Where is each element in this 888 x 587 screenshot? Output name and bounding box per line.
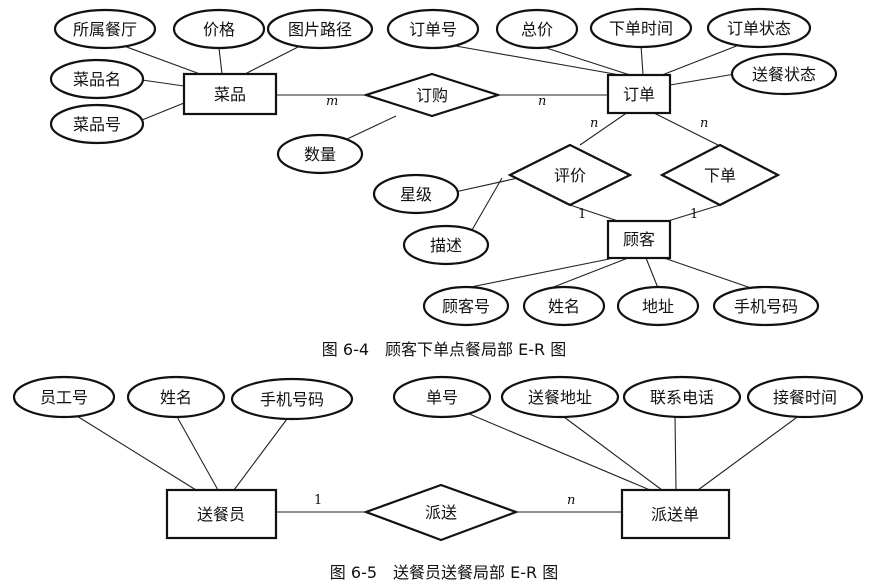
fig2-attributes: 员工号 姓名 手机号码 单号 送餐地址 联系电话 接餐时间 (12, 375, 864, 421)
svg-text:姓名: 姓名 (160, 388, 192, 407)
fig1-attributes: 所属餐厅 价格 图片路径 菜品名 菜品号 数量 订单号 总价 (49, 7, 838, 327)
entity-courier: 送餐员 (165, 488, 278, 540)
fig2-connectors (71, 412, 801, 513)
relationship-review: 评价 (507, 143, 633, 207)
cardinality-place-customer: 1 (690, 207, 698, 222)
attr-courier-no: 员工号 (12, 375, 116, 419)
attr-order-total: 总价 (495, 8, 579, 50)
cardinality-purchase-order: n (538, 94, 546, 109)
fig1-entities: 菜品 订单 顾客 (182, 72, 672, 260)
svg-text:描述: 描述 (430, 236, 462, 255)
attr-dish-price: 价格 (172, 8, 266, 50)
cardinality-courier-deliver: 1 (314, 493, 322, 508)
svg-text:图片路径: 图片路径 (288, 20, 352, 39)
attr-review-stars: 星级 (372, 173, 460, 215)
svg-text:评价: 评价 (554, 166, 586, 185)
svg-text:订购: 订购 (416, 86, 448, 105)
svg-text:手机号码: 手机号码 (734, 297, 798, 316)
svg-text:手机号码: 手机号码 (260, 390, 324, 409)
attr-review-desc: 描述 (402, 224, 490, 266)
attr-dish-no: 菜品号 (49, 103, 145, 145)
entity-customer: 顾客 (606, 219, 672, 260)
attr-dispatch-address: 送餐地址 (500, 375, 620, 419)
svg-text:总价: 总价 (521, 20, 553, 39)
svg-text:顾客号: 顾客号 (442, 297, 490, 316)
cardinality-order-review: n (590, 116, 598, 131)
svg-text:菜品名: 菜品名 (73, 70, 121, 89)
svg-text:顾客: 顾客 (623, 230, 655, 249)
fig2-cardinalities: 1 n (314, 493, 575, 508)
attr-order-status: 订单状态 (706, 7, 812, 49)
attr-dish-image-path: 图片路径 (266, 8, 374, 50)
relationship-place-order: 下单 (659, 143, 781, 207)
svg-text:订单状态: 订单状态 (727, 19, 791, 38)
cardinality-deliver-dispatch: n (567, 493, 575, 508)
fig1-cardinalities: m n n n 1 1 (326, 94, 708, 222)
svg-text:所属餐厅: 所属餐厅 (73, 20, 137, 39)
attr-customer-name: 姓名 (522, 285, 606, 327)
attr-dispatch-pickup-time: 接餐时间 (746, 375, 864, 419)
fig1-relationships: 订购 评价 下单 (362, 72, 781, 207)
svg-text:星级: 星级 (400, 185, 432, 204)
svg-text:数量: 数量 (304, 145, 336, 164)
attr-order-time: 下单时间 (589, 7, 693, 49)
svg-text:菜品号: 菜品号 (73, 115, 121, 134)
attr-purchase-quantity: 数量 (276, 133, 364, 175)
figure1-caption: 图 6-4 顾客下单点餐局部 E-R 图 (322, 340, 566, 359)
attr-customer-phone: 手机号码 (712, 285, 820, 327)
attr-dispatch-phone: 联系电话 (622, 375, 742, 419)
svg-text:价格: 价格 (203, 20, 235, 39)
svg-text:菜品: 菜品 (214, 85, 246, 104)
svg-text:下单: 下单 (704, 166, 736, 185)
figure2-caption: 图 6-5 送餐员送餐局部 E-R 图 (330, 563, 558, 582)
svg-text:姓名: 姓名 (548, 297, 580, 316)
attr-dish-name: 菜品名 (49, 58, 145, 100)
svg-text:派送: 派送 (425, 503, 457, 522)
cardinality-review-customer: 1 (578, 207, 586, 222)
attr-courier-name: 姓名 (126, 375, 226, 419)
entity-dispatch: 派送单 (620, 488, 731, 540)
cardinality-order-place: n (700, 116, 708, 131)
attr-courier-phone: 手机号码 (230, 377, 354, 421)
entity-dish: 菜品 (182, 72, 278, 116)
svg-text:下单时间: 下单时间 (609, 19, 673, 38)
attr-dish-restaurant: 所属餐厅 (53, 8, 157, 50)
svg-text:员工号: 员工号 (40, 388, 88, 407)
attr-customer-no: 顾客号 (422, 285, 510, 327)
svg-text:接餐时间: 接餐时间 (773, 388, 837, 407)
svg-text:送餐员: 送餐员 (197, 505, 245, 524)
cardinality-dish-purchase: m (326, 94, 338, 109)
attr-order-no: 订单号 (386, 8, 480, 50)
fig1-connectors (123, 44, 752, 289)
relationship-deliver: 派送 (362, 483, 520, 542)
attr-customer-address: 地址 (616, 285, 700, 327)
svg-text:单号: 单号 (426, 388, 458, 407)
attr-dispatch-no: 单号 (392, 375, 492, 419)
fig2-entities: 送餐员 派送单 (165, 488, 731, 540)
svg-text:派送单: 派送单 (651, 505, 699, 524)
entity-order: 订单 (606, 73, 672, 115)
svg-text:订单号: 订单号 (409, 20, 457, 39)
svg-text:地址: 地址 (642, 297, 674, 316)
svg-text:订单: 订单 (623, 85, 655, 104)
svg-text:送餐状态: 送餐状态 (752, 65, 816, 84)
svg-text:送餐地址: 送餐地址 (528, 388, 592, 407)
relationship-purchase: 订购 (362, 72, 502, 118)
attr-order-delivery-status: 送餐状态 (730, 52, 838, 96)
svg-text:联系电话: 联系电话 (650, 388, 714, 407)
